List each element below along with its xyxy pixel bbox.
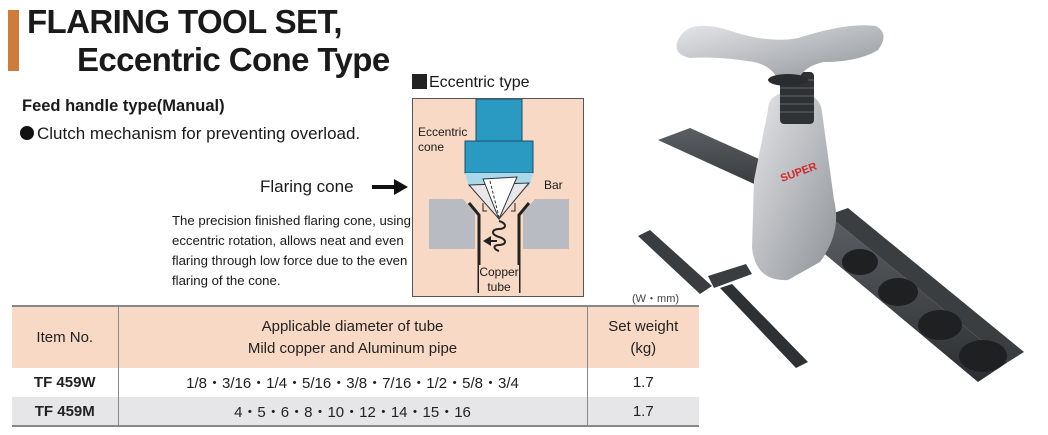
eccentric-cone-diagram: Eccentric cone Bar Copper tube: [412, 98, 584, 297]
diameter-list: 1/8・3/16・1/4・5/16・3/8・7/16・1/2・5/8・3/4: [118, 368, 588, 397]
square-bullet-icon: [412, 74, 427, 89]
copper-tube-label: Copper tube: [479, 265, 519, 295]
title-accent-bar: [8, 10, 19, 71]
feature-bullet: Clutch mechanism for preventing overload…: [20, 124, 360, 144]
feature-bullet-text: Clutch mechanism for preventing overload…: [37, 124, 361, 143]
arrow-right-icon: [372, 179, 408, 195]
page-title: FLARING TOOL SET, Eccentric Cone Type: [27, 3, 390, 79]
title-line-1: FLARING TOOL SET,: [27, 3, 343, 40]
cone-diagram-graphic: [429, 99, 569, 293]
item-number: TF 459M: [12, 397, 119, 427]
set-weight: 1.7: [632, 374, 654, 391]
table-row: TF 459M 4・5・6・8・10・12・14・15・16 1.7: [12, 397, 699, 427]
bar-label: Bar: [544, 178, 563, 192]
flaring-cone-description: The precision finished flaring cone, usi…: [172, 213, 411, 288]
diagram-title-text: Eccentric type: [429, 74, 530, 91]
feature-subtitle: Feed handle type(Manual): [22, 97, 225, 115]
header-diameter: Applicable diameter of tube Mild copper …: [118, 305, 588, 368]
bullet-dot-icon: [20, 126, 34, 140]
set-weight: 1.7: [587, 397, 699, 427]
header-item-no: Item No.: [12, 305, 119, 368]
product-photo: SUPER: [638, 25, 1024, 382]
header-weight: Set weight (kg): [587, 305, 699, 368]
eccentric-cone-label: Eccentric cone: [418, 125, 468, 154]
diagram-title: Eccentric type: [412, 74, 529, 92]
spec-table: Item No. Applicable diameter of tube Mil…: [12, 305, 699, 427]
diameter-list: 4・5・6・8・10・12・14・15・16: [118, 397, 588, 427]
table-row: TF 459W 1/8・3/16・1/4・5/16・3/8・7/16・1/2・5…: [12, 368, 699, 397]
flaring-cone-label: Flaring cone: [260, 177, 354, 196]
item-number: TF 459W: [12, 368, 119, 397]
title-line-2: Eccentric Cone Type: [77, 41, 390, 78]
unit-note: (W・mm): [632, 293, 680, 305]
table-header-row: Item No. Applicable diameter of tube Mil…: [12, 305, 699, 368]
